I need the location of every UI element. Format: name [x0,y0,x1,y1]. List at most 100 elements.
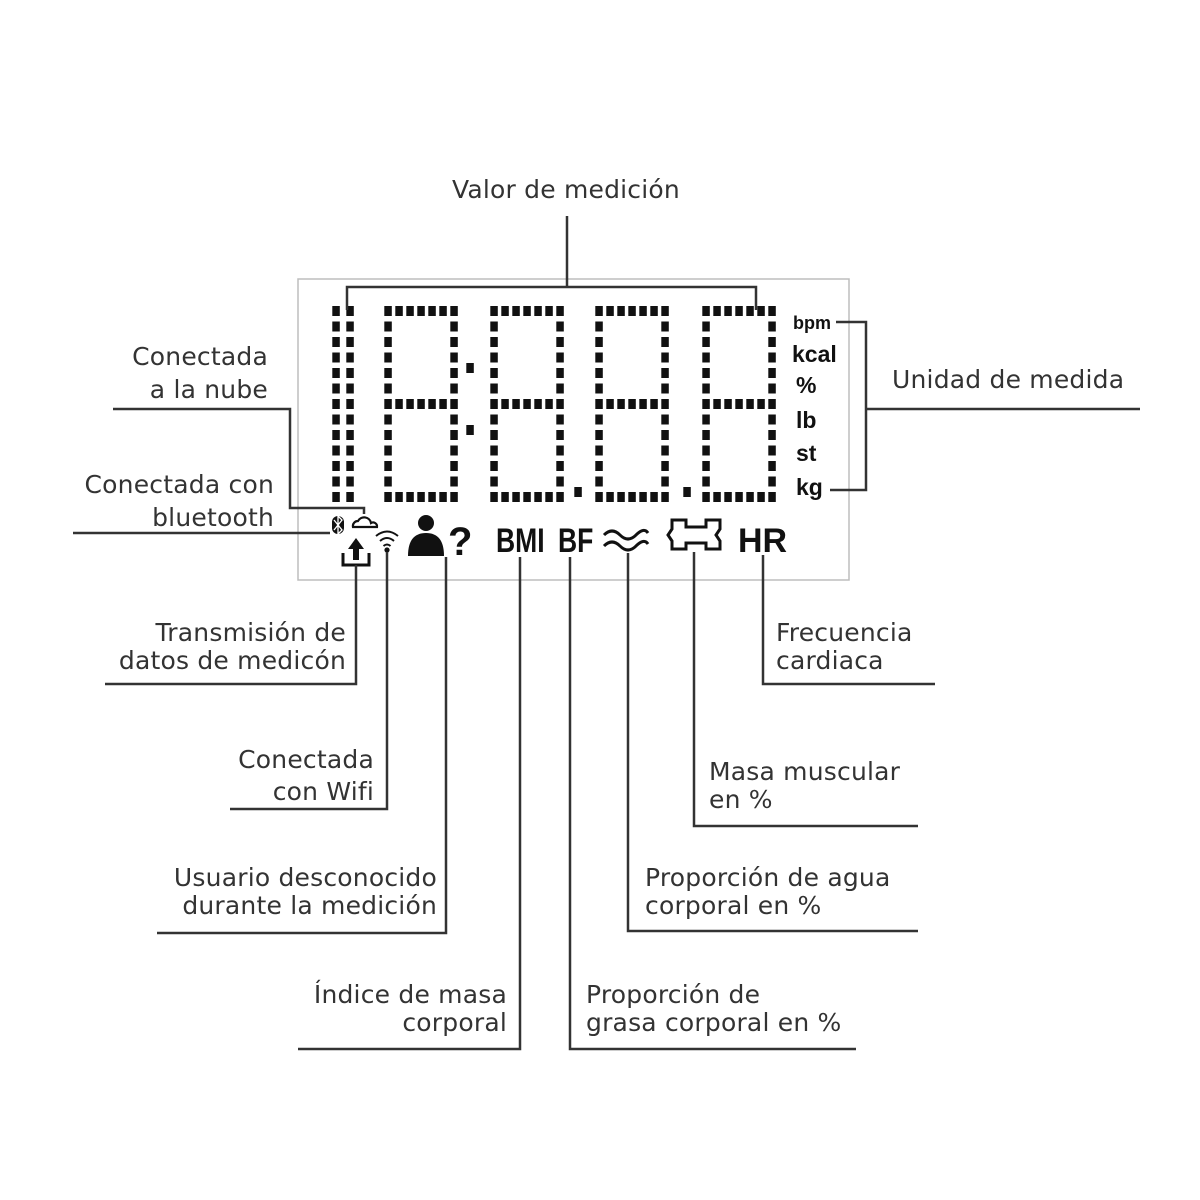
digit-8 [628,399,636,409]
digit-8 [406,306,414,316]
unit-lb: lb [796,407,816,433]
digit-8 [450,306,458,316]
digit-8 [757,399,765,409]
digit-8 [702,445,710,456]
digit-1-segment [346,306,354,316]
digit-8 [384,445,392,456]
digit-8 [768,368,776,378]
leader-lines [73,216,1140,1051]
digit-8 [768,461,776,471]
leader-frecuencia [761,555,935,686]
label-frecuencia: Frecuencia cardiaca [776,619,913,675]
digit-8 [702,337,710,347]
digit-8 [650,399,658,409]
digit-8 [702,430,710,440]
bracket-unidad [830,320,868,492]
digit-8 [757,306,765,316]
digit-8 [545,492,553,502]
digit-8 [595,461,603,471]
unit-percent: % [796,372,816,398]
label-agua-line2: corporal en % [645,891,822,920]
digit-8 [556,399,564,409]
question-icon: ? [448,520,472,564]
digit-8 [428,399,436,409]
digit-8 [639,492,647,502]
label-imc-line2: corporal [402,1008,507,1037]
digit-8 [639,399,647,409]
label-frecuencia-line1: Frecuencia [776,618,913,647]
digit-8 [556,321,564,332]
digit-8 [490,461,498,471]
digit-8 [768,414,776,425]
digit-8 [768,337,776,347]
leader-grasa [568,557,856,1051]
digit-8 [490,430,498,440]
digit-1-segment [332,383,340,394]
digit-8 [595,492,603,502]
digit-8 [617,492,625,502]
digit-8 [650,492,658,502]
digit-8 [595,368,603,378]
unit-bpm: bpm [793,313,831,333]
label-bluetooth-line1: Conectada con [84,470,274,499]
digit-8 [490,306,498,316]
digit-8 [650,306,658,316]
digit-8 [595,399,603,409]
digit-8 [606,306,614,316]
measurement-digits [332,306,776,502]
label-bluetooth-line2: bluetooth [152,503,274,532]
label-imc-line1: Índice de masa [313,980,507,1009]
digit-8 [617,306,625,316]
digit-8 [534,399,542,409]
digit-8 [450,492,458,502]
digit-8 [512,399,520,409]
digit-8 [628,306,636,316]
leader-nube [113,407,366,514]
user-icon [408,515,444,556]
digit-8 [490,337,498,347]
digit-8 [384,414,392,425]
digit-8 [661,476,669,487]
decimal-dot [683,487,691,497]
label-agua: Proporción de agua corporal en % [645,864,890,920]
label-usuario-line2: durante la medición [182,891,437,920]
digit-8 [439,492,447,502]
digit-8 [595,476,603,487]
digit-8 [556,337,564,347]
digit-8 [384,321,392,332]
digit-8 [428,306,436,316]
digit-8 [724,492,732,502]
digit-8 [384,399,392,409]
digit-8 [768,492,776,502]
digit-8 [661,368,669,378]
digit-8 [595,337,603,347]
digit-8 [490,445,498,456]
leader-usuario [157,557,448,935]
digit-1-segment [346,321,354,332]
digit-8 [384,337,392,347]
digit-8 [545,399,553,409]
digit-8 [384,461,392,471]
colon-dot [466,363,474,373]
digit-8 [450,337,458,347]
digit-8 [490,476,498,487]
digit-8 [661,461,669,471]
digit-8 [661,337,669,347]
digit-1-segment [332,352,340,363]
digit-8 [384,430,392,440]
digit-8 [735,399,743,409]
digit-8 [523,306,531,316]
digit-8 [702,306,710,316]
digit-8 [450,414,458,425]
digit-8 [713,306,721,316]
digit-8 [595,430,603,440]
digit-8 [702,414,710,425]
digit-8 [450,321,458,332]
digit-8 [556,414,564,425]
digit-1-segment [332,399,340,409]
digit-8 [595,352,603,363]
digit-8 [384,352,392,363]
digit-8 [746,492,754,502]
